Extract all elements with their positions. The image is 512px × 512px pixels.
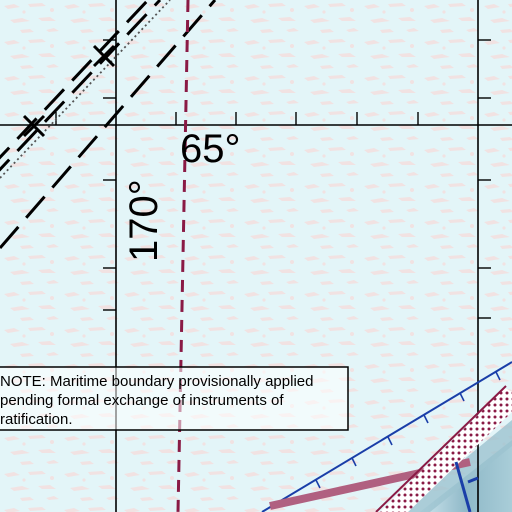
dotted-boundary-line — [0, 0, 171, 179]
boundary-note: NOTE: Maritime boundary provisionally ap… — [0, 366, 349, 431]
note-line-3: ratification. — [0, 411, 73, 428]
note-box — [0, 366, 349, 431]
longitude-label: 170° — [122, 179, 166, 262]
dotted-band-edge — [375, 385, 507, 512]
note-line-2: pending formal exchange of instruments o… — [0, 392, 284, 409]
meridian-ticks-right — [478, 39, 491, 319]
treaty-line-blue — [261, 361, 512, 512]
x-marker-icon — [92, 44, 116, 68]
latitude-label: 65° — [180, 127, 241, 171]
note-line-1: NOTE: Maritime boundary provisionally ap… — [0, 373, 313, 390]
navigation-aid-icon — [454, 461, 479, 512]
x-marker-icon — [22, 114, 46, 138]
dotted-boundary-band — [380, 388, 512, 512]
treaty-line-ticks — [315, 371, 501, 489]
meridian-ticks-left — [103, 39, 116, 311]
date-line-dashes — [0, 0, 217, 249]
